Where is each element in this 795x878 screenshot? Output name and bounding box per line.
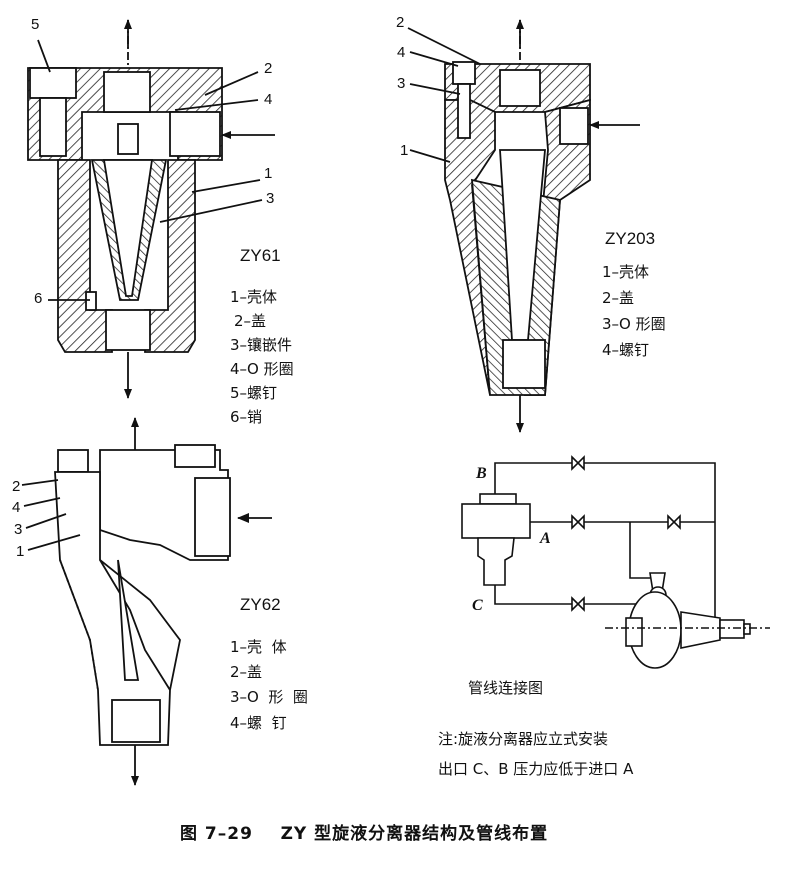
- zy203-bottom-outlet: [502, 339, 546, 389]
- piping-diagram: [461, 455, 770, 669]
- zy61-legend-item: 5–螺钉: [230, 384, 278, 402]
- piping-title: 管线连接图: [468, 679, 544, 697]
- zy203-drawing: [407, 19, 640, 433]
- zy203-legend-item: 2–盖: [602, 289, 635, 307]
- pump-motor: [680, 611, 721, 649]
- valve-icon: [571, 455, 681, 612]
- zy61-legend-item: 6–销: [230, 408, 263, 426]
- zy61-callout-2: 2: [264, 60, 273, 77]
- zy62-legend-item: 3–O 形 圈: [230, 688, 308, 706]
- zy61-callout-1: 1: [264, 165, 273, 182]
- zy203-callout-2: 2: [396, 14, 405, 31]
- zy61-cone-cavity: [102, 159, 154, 297]
- piping-point-b: B: [476, 465, 487, 482]
- zy62-callout-1: 1: [16, 543, 25, 560]
- zy62-model-label: ZY62: [240, 595, 281, 614]
- zy203-legend-item: 1–壳体: [602, 263, 650, 281]
- separator-top-cap: [479, 493, 517, 505]
- zy62-bottom-outlet: [111, 699, 161, 743]
- zy62-legend-item: 4–螺 钉: [230, 714, 287, 732]
- figure-caption: 图 7–29 ZY 型旋液分离器结构及管线布置: [180, 824, 549, 844]
- zy61-callout-3: 3: [266, 190, 275, 207]
- zy62-cone: [117, 559, 140, 681]
- zy203-legend-item: 3–O 形圈: [602, 315, 666, 333]
- zy203-callout-1: 1: [400, 142, 409, 159]
- zy61-screw-shank: [39, 97, 67, 157]
- separator-cone: [477, 537, 515, 586]
- zy203-legend-item: 4–螺钉: [602, 341, 650, 359]
- zy61-legend-item: 3–镶嵌件: [230, 336, 293, 354]
- zy62-legend-item: 1–壳 体: [230, 638, 287, 656]
- zy61-body-right: [144, 159, 196, 353]
- pipe-pump-suction: [629, 522, 650, 579]
- zy62-callout-3: 3: [14, 521, 23, 538]
- pipe-C-line: [494, 585, 645, 605]
- zy61-legend-item: 4–O 形圈: [230, 360, 294, 378]
- zy62-screw-head: [57, 449, 89, 473]
- zy61-inlet-fitting: [169, 111, 221, 157]
- zy203-callout-3: 3: [397, 75, 406, 92]
- zy62-callout-4: 4: [12, 499, 21, 516]
- zy61-callout-5: 5: [31, 16, 40, 33]
- zy61-drawing: [27, 19, 275, 399]
- zy62-drawing: [21, 417, 272, 786]
- zy62-inlet-fitting: [194, 477, 231, 557]
- zy62-callout-2: 2: [12, 478, 21, 495]
- zy61-screw-head: [29, 67, 77, 99]
- zy61-legend-item: 1–壳体: [230, 288, 278, 306]
- zy61-pin: [85, 291, 97, 311]
- zy203-callout-4: 4: [397, 44, 406, 61]
- zy62-legend-item: 2–盖: [230, 663, 263, 681]
- piping-point-a: A: [540, 530, 551, 547]
- piping-note-line1: 注:旋液分离器应立式安装: [438, 730, 609, 748]
- separator-head: [461, 503, 531, 539]
- zy61-callout-4: 4: [264, 91, 273, 108]
- piping-note-line2: 出口 C、B 压力应低于进口 A: [438, 760, 634, 778]
- zy61-top-outlet: [103, 71, 151, 113]
- zy203-inlet-fitting: [559, 107, 589, 145]
- zy61-legend-item: 2–盖: [234, 312, 267, 330]
- zy203-top-outlet: [499, 69, 541, 107]
- zy61-model-label: ZY61: [240, 246, 281, 265]
- zy203-model-label: ZY203: [605, 229, 656, 248]
- zy61-bottom-outlet: [105, 309, 151, 351]
- zy61-callout-6: 6: [34, 290, 43, 307]
- piping-point-c: C: [472, 597, 483, 614]
